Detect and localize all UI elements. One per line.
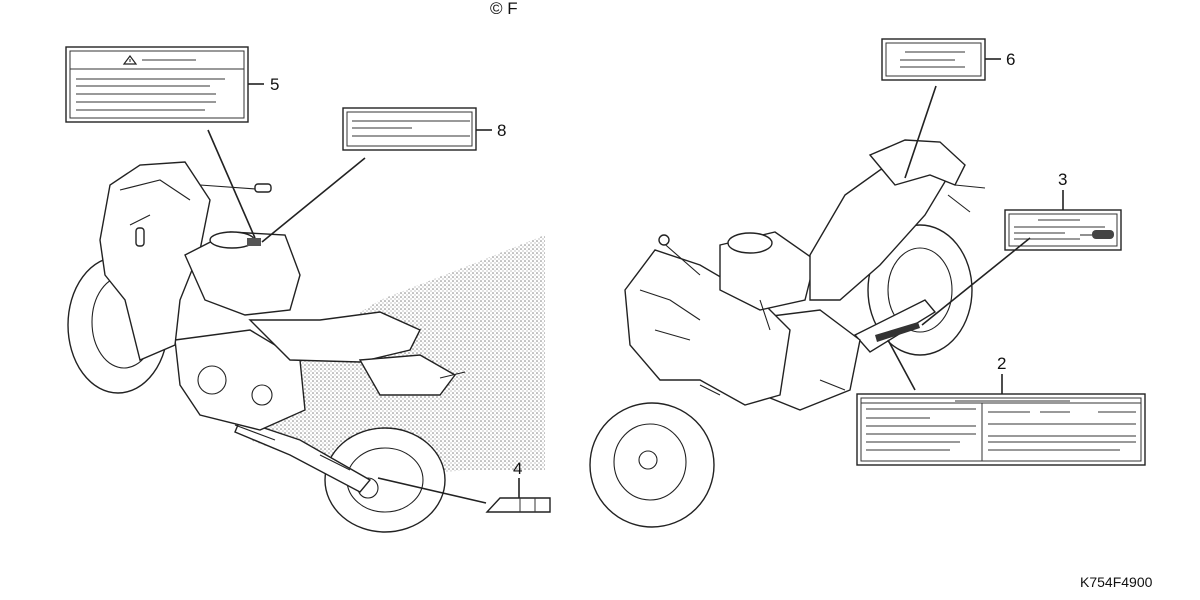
- warning-triangle-icon: [122, 55, 138, 65]
- label-3: [1004, 209, 1122, 251]
- callout-8: 8: [497, 121, 506, 140]
- leader-3-pointer: [921, 237, 1031, 326]
- leader-2-pointer: [887, 339, 916, 391]
- label-4: [485, 497, 551, 513]
- leader-4-pointer: [377, 477, 487, 504]
- label-2: [856, 393, 1146, 466]
- leader-8-pointer: [261, 157, 366, 243]
- label-5: [65, 46, 249, 123]
- right-front-wheel: [589, 402, 715, 528]
- label-6: [881, 38, 986, 81]
- tire-pressure-icon: [1080, 230, 1114, 239]
- copyright-partial: © F: [490, 0, 518, 18]
- left-fairing: [99, 161, 211, 361]
- left-seat: [248, 311, 421, 363]
- left-motorcycle: [67, 161, 545, 533]
- callout-2: 2: [997, 354, 1006, 373]
- callout-4: 4: [513, 459, 522, 478]
- diagram-code: K754F4900: [1080, 574, 1153, 590]
- left-bike-shading: [250, 235, 545, 475]
- leader-5-pointer: [207, 129, 256, 239]
- callout-6: 6: [1006, 50, 1015, 69]
- leader-6-pointer: [904, 85, 937, 179]
- label-8: [342, 107, 477, 151]
- right-motorcycle: [589, 139, 986, 528]
- callout-3: 3: [1058, 170, 1067, 189]
- right-seat: [809, 147, 956, 301]
- right-front-fairing: [624, 249, 791, 406]
- callout-5: 5: [270, 75, 279, 94]
